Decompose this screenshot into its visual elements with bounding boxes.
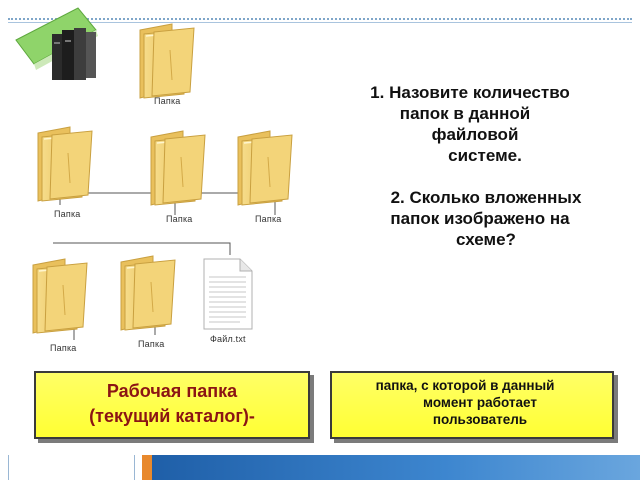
question-2-line: папок изображено на: [390, 209, 570, 228]
file-caption: Файл.txt: [210, 334, 246, 344]
folder-caption-row2-left: Папка: [50, 343, 77, 353]
folder-caption-top: Папка: [154, 96, 181, 106]
folder-icon: [113, 252, 183, 332]
top-thin-rule: [8, 22, 632, 23]
term-box: Рабочая папка (текущий каталог)-: [34, 371, 310, 439]
bottom-decor-bar: [0, 455, 640, 480]
definition-text: папка, с которой в данный момент работае…: [332, 377, 612, 428]
term-text: Рабочая папка (текущий каталог)-: [36, 379, 308, 429]
bottom-bar-accent: [142, 455, 152, 480]
term-line: (текущий каталог)-: [89, 406, 255, 426]
folder-caption-row1-left: Папка: [54, 209, 81, 219]
question-2-line: схеме?: [456, 230, 516, 249]
text-file-icon: [203, 258, 253, 330]
bottom-bar-left: [0, 455, 142, 480]
definition-box: папка, с которой в данный момент работае…: [330, 371, 614, 439]
folder-icon: [25, 255, 95, 335]
bottom-bar-divider: [8, 455, 9, 480]
folder-icon: [30, 123, 100, 203]
folder-caption-row1-mid: Папка: [166, 214, 193, 224]
term-line: Рабочая папка: [106, 381, 238, 401]
folder-icon: [230, 127, 300, 207]
question-text: 1. Назовите количество папок в данной фа…: [330, 82, 630, 250]
question-1-line: папок в данной: [399, 104, 531, 123]
folder-caption-row2-mid: Папка: [138, 339, 165, 349]
definition-line: пользователь: [432, 412, 528, 427]
folder-icon: [143, 127, 213, 207]
books-icon: [15, 7, 98, 80]
definition-line: момент работает: [423, 395, 537, 410]
question-1-line: системе.: [448, 146, 522, 165]
question-2-line: 2. Сколько вложенных: [390, 188, 582, 207]
bottom-bar-divider: [134, 455, 135, 480]
bottom-bar-blue: [152, 455, 640, 480]
definition-line: папка, с которой в данный: [375, 378, 555, 393]
question-1-line: файловой: [431, 125, 519, 144]
question-1-line: 1. Назовите количество: [370, 83, 570, 102]
folder-caption-row1-right: Папка: [255, 214, 282, 224]
question-spacer: [330, 166, 630, 187]
top-dotted-rule: [8, 18, 632, 20]
